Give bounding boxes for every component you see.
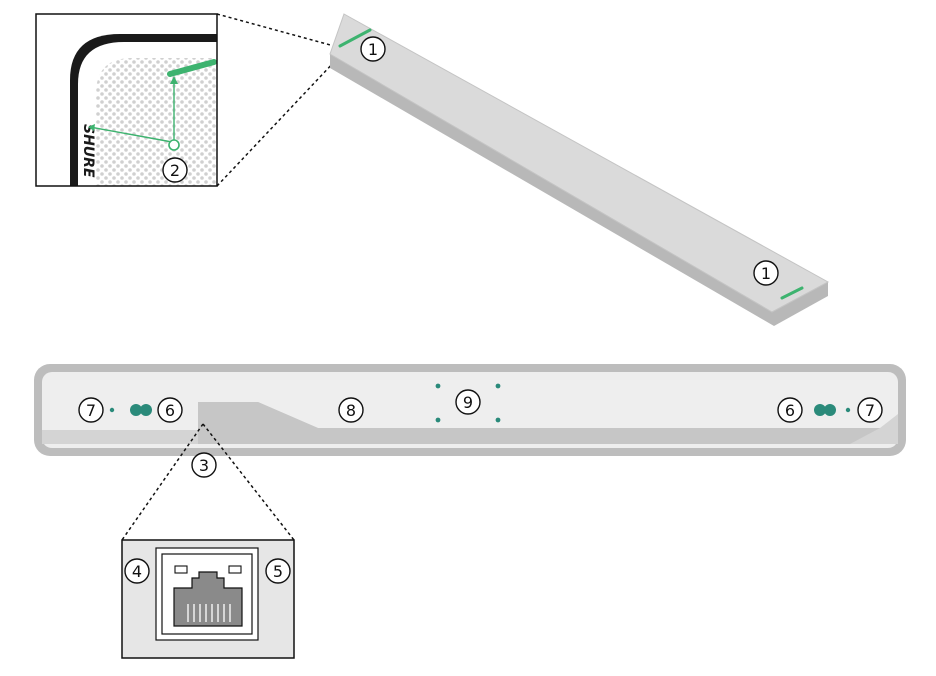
svg-text:2: 2 [170,161,180,180]
callout-5: 5 [265,558,291,584]
rj45-jack[interactable] [173,571,243,627]
svg-text:1: 1 [368,40,378,59]
led-bar-top [338,28,372,48]
mounting-hole-right [814,404,836,416]
callout-9: 9 [455,389,481,415]
inset-frame [35,13,218,187]
svg-text:1: 1 [761,264,771,283]
svg-text:8: 8 [346,401,356,420]
svg-text:9: 9 [463,393,473,412]
callout-6-right: 6 [777,397,803,423]
network-port-inset [121,539,295,659]
speaker-grille [96,58,217,186]
led-bar [167,59,217,77]
device-top-view [329,13,830,326]
svg-text:7: 7 [865,401,875,420]
svg-text:6: 6 [785,401,795,420]
led-location-marker [168,139,180,151]
screw-dot-right [845,407,851,413]
svg-text:4: 4 [132,562,142,581]
port-led-right [228,565,242,574]
measurement-arrows [89,80,175,143]
callout-4: 4 [124,558,150,584]
callout-1-top: 1 [360,36,386,62]
led-detail-inset: SHURE [35,13,218,187]
screw-dot-left [109,407,115,413]
port-led-left [174,565,188,574]
logo-text: SHURE [80,124,96,178]
callout-2: 2 [162,157,188,183]
led-bar-bottom [780,286,804,300]
svg-text:3: 3 [199,456,209,475]
svg-text:5: 5 [273,562,283,581]
callout-7-left: 7 [78,397,104,423]
callout-8: 8 [338,397,364,423]
svg-text:7: 7 [86,401,96,420]
svg-text:6: 6 [165,401,175,420]
mounting-hole-left [130,404,152,416]
sensor-dots [435,383,501,423]
zoom-lines-port [121,423,295,541]
zoom-lines-top [216,13,337,187]
callout-3: 3 [191,452,217,478]
callout-1-bottom: 1 [753,260,779,286]
callout-6-left: 6 [157,397,183,423]
callout-7-right: 7 [857,397,883,423]
bar-top-surface [330,14,828,312]
rj45-pins [187,604,231,622]
